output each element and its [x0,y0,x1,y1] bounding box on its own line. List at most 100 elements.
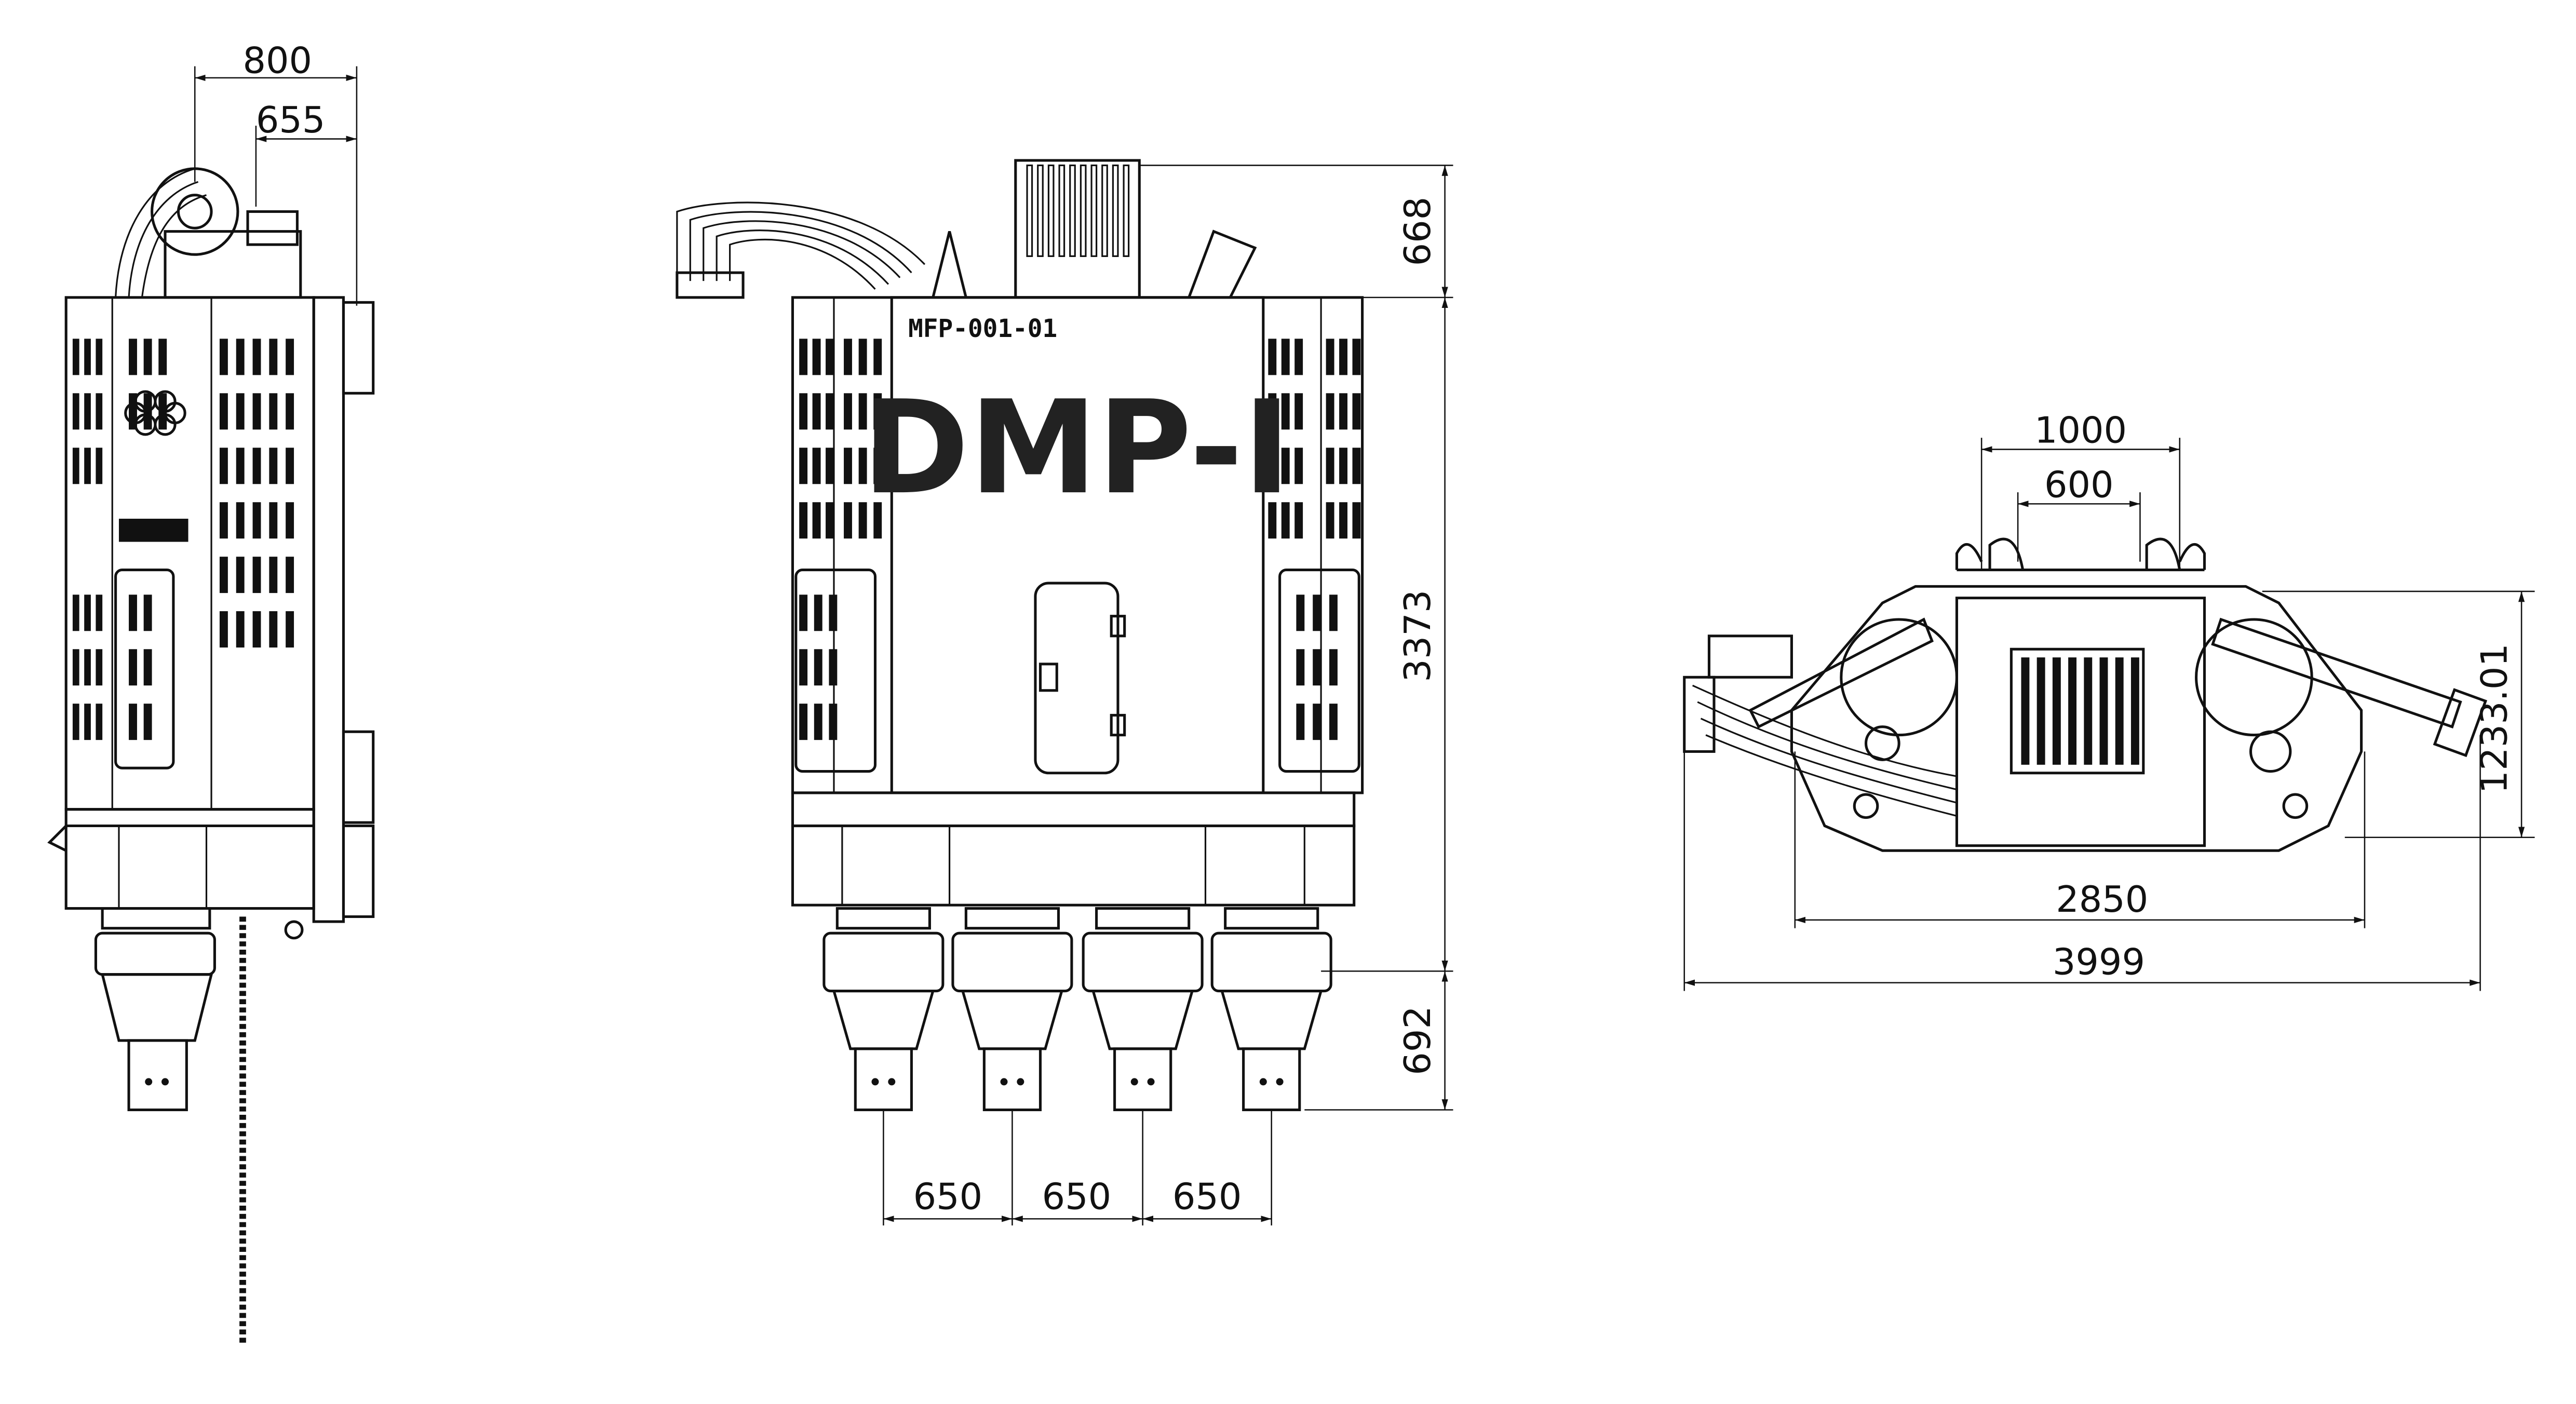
front-hoses [676,201,1257,299]
vent-slot [219,557,228,593]
vent-slot [96,339,103,375]
vent-slot [72,595,79,631]
side-view: 800 655 [47,39,375,1346]
vent-slot [1339,393,1347,430]
vent-slot [269,557,278,593]
vent-slot [1326,393,1334,430]
fin [1037,164,1044,257]
vent-slot [236,448,245,484]
dim-spacing-1: 650 [913,1176,983,1218]
vent-slot [826,502,834,539]
vent-slot [799,393,808,430]
vent-slot [72,704,79,740]
vent-slot [1281,502,1290,539]
dim-top-height: 668 [1397,197,1439,266]
vent-slot [84,339,91,375]
vent-slot [826,393,834,430]
vent-slot [1329,704,1338,740]
vent-slot [1296,649,1305,686]
vent-slot [84,595,91,631]
side-plate [312,296,345,923]
vent-slot [1326,339,1334,375]
vent-slot [873,502,882,539]
vent-slot [1339,448,1347,484]
vent-slot [143,704,152,740]
vent-slot [84,448,91,484]
vent-slot [1296,595,1305,631]
vent-slot [812,448,821,484]
vent-slot [812,339,821,375]
pile-clamp [1210,907,1332,1112]
vent-slot [1268,448,1277,484]
vent-slot [814,704,822,740]
top-hose-couplings [1683,634,1793,753]
vent-slot [236,502,245,539]
vent-slot [129,704,137,740]
vent-slot [1313,649,1321,686]
vent-slot [799,595,808,631]
vent-slot [1294,393,1303,430]
fin [1026,164,1033,257]
vent-slot [96,595,103,631]
vent-slot [252,502,261,539]
vent-slot [269,611,278,648]
model-name: DMP-I [862,373,1291,523]
vent-slot [143,339,152,375]
vent-slot [84,393,91,430]
fin [1123,164,1130,257]
vent-slot [252,448,261,484]
grille-bar [2068,657,2077,765]
vent-slot [812,393,821,430]
vent-slot [236,611,245,648]
vent-slot [219,339,228,375]
fin [1080,164,1087,257]
vent-slot [1326,502,1334,539]
front-base [791,824,1356,907]
vent-slot [286,611,294,648]
dim-inner-rail: 600 [2044,464,2114,506]
vent-slot [219,448,228,484]
top-body [1790,585,2363,852]
vent-slot [799,339,808,375]
vent-slot [799,502,808,539]
vent-slot [72,393,79,430]
vent-slot [286,557,294,593]
vent-slot [829,595,838,631]
vent-slot [286,393,294,430]
vent-slot [799,448,808,484]
vent-slot [812,502,821,539]
dim-body-height: 3373 [1397,590,1439,682]
side-logo [118,390,188,542]
grille-bar [2052,657,2061,765]
front-base-top [791,791,1356,828]
vent-slot [96,448,103,484]
pile-clamp [1082,907,1204,1112]
vent-slot [799,704,808,740]
vent-slot [286,448,294,484]
vent-slot [1352,448,1361,484]
dim-body-width: 2850 [2056,879,2148,921]
vent-slot [129,339,137,375]
fin [1112,164,1119,257]
vent-slot [1326,448,1334,484]
vent-slot [96,393,103,430]
vent-slot [844,448,852,484]
vent-slot [826,448,834,484]
vent-slot [286,339,294,375]
dim-spacing-3: 650 [1172,1176,1242,1218]
vent-slot [1296,704,1305,740]
vent-slot [829,649,838,686]
vent-slot [269,448,278,484]
grille-bar [2036,657,2045,765]
vent-slot [1281,393,1290,430]
vent-slot [158,339,167,375]
vent-slot [286,502,294,539]
vent-slot [858,339,867,375]
vent-slot [814,595,822,631]
vent-slot [252,557,261,593]
side-cable-reel [115,167,302,299]
vent-slot [844,339,852,375]
vent-slot [219,502,228,539]
vent-slot [1352,393,1361,430]
